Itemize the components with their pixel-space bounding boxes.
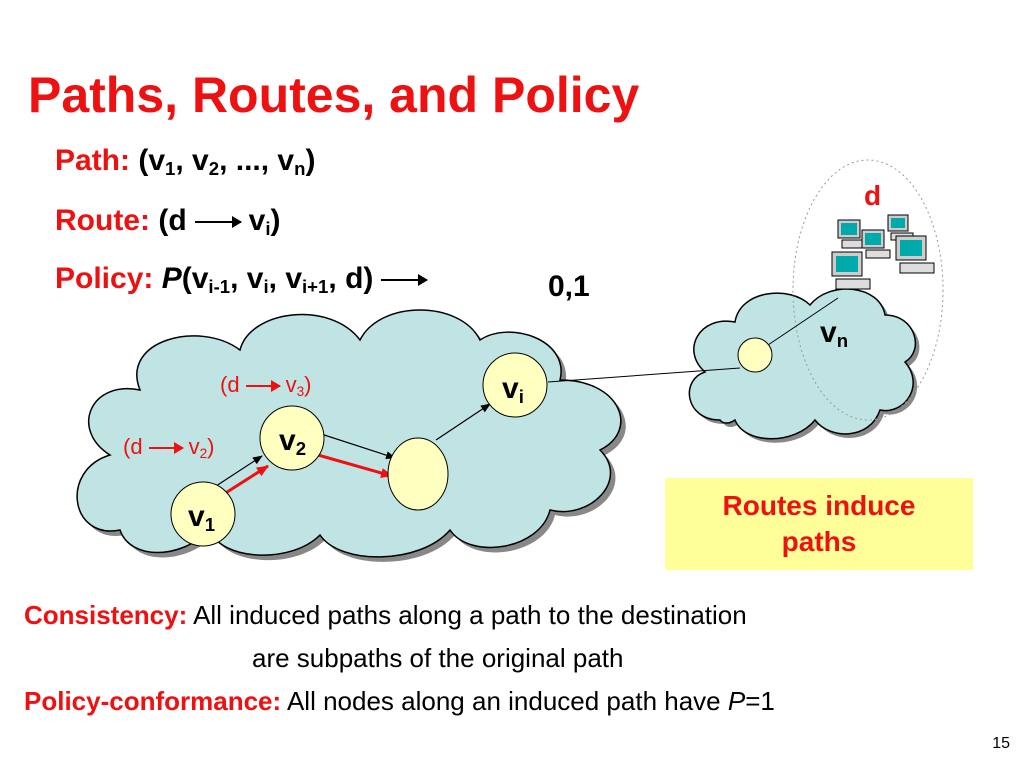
policy-range: 0,1 [548, 270, 590, 303]
consistency-line-2: are subpaths of the original path [252, 643, 624, 673]
route-label: Route: [55, 204, 150, 237]
callout-text: Routes induce paths [722, 489, 916, 557]
policy-label: Policy: [55, 262, 154, 295]
edge-vi-vn [547, 367, 741, 383]
policy-definition: Policy: P(vi-1, vi, vi+1, d) [55, 262, 435, 296]
small-cloud [688, 288, 916, 440]
path-definition: Path: (v1, v2, ..., vn) [55, 144, 316, 180]
consistency-label: Consistency: [24, 600, 188, 630]
path-label: Path: [55, 144, 130, 177]
v2-label: v2 [279, 424, 307, 460]
route-v1-v2-red [223, 464, 269, 496]
destination-ellipse [792, 159, 944, 421]
computer-icon [837, 219, 867, 249]
node-v2 [259, 405, 325, 471]
arrow-icon [194, 216, 242, 229]
edge-mid-vi [435, 403, 491, 441]
node-vi [482, 352, 548, 418]
computer-icon [895, 235, 935, 274]
arrow-icon [245, 380, 281, 393]
v1-label: v1 [188, 500, 216, 536]
vn-label: vn [820, 316, 849, 352]
node-vn [737, 337, 773, 373]
consistency-text: All induced paths along a path to the de… [193, 600, 747, 630]
callout-box: Routes induce paths [665, 478, 973, 570]
page-number: 15 [992, 735, 1010, 752]
edge-vn-hosts [767, 297, 839, 346]
node-unlabeled [387, 437, 449, 511]
computer-icon [831, 251, 871, 290]
page-title: Paths, Routes, and Policy [28, 67, 640, 123]
destination-label: d [864, 180, 882, 211]
consistency-line: Consistency: All induced paths along a p… [24, 600, 747, 631]
edge-v1-v2 [212, 455, 263, 489]
route-v2-mid-red [317, 453, 393, 478]
arrow-icon [381, 274, 429, 287]
vi-label: vi [502, 372, 524, 408]
arrow-icon [148, 442, 184, 455]
edge-v2-mid [314, 431, 396, 460]
conformance-label: Policy-conformance: [24, 686, 282, 716]
node-v1 [170, 481, 236, 547]
computer-icon [861, 229, 891, 259]
conformance-line: Policy-conformance: All nodes along an i… [24, 686, 775, 716]
